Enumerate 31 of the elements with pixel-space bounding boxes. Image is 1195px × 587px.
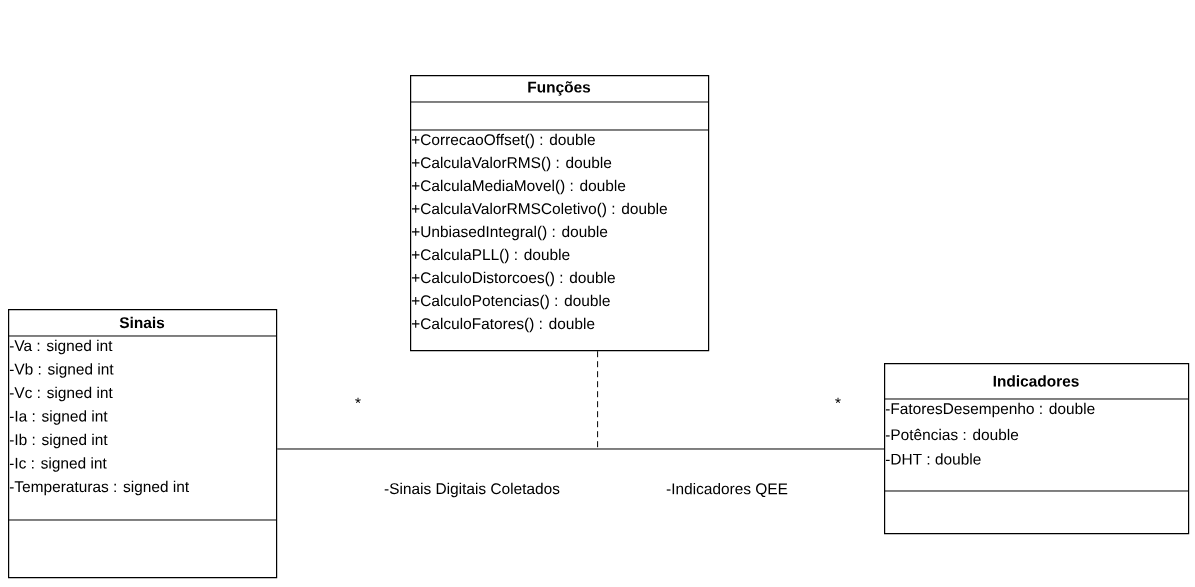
member-text: -Ia : signed int	[9, 410, 108, 425]
member-text: +CalculaValorRMSColetivo() : double	[411, 202, 667, 218]
member-text: -Ib : signed int	[9, 433, 108, 449]
member-text: -Vc : signed int	[9, 386, 113, 402]
class-name: Sinais	[119, 316, 165, 329]
class-box	[409, 75, 710, 352]
member-text: +CalculoFatores() : double	[411, 317, 595, 333]
role-name: -Indicadores QEE	[666, 482, 788, 498]
association-line	[276, 448, 885, 450]
role-name: -Sinais Digitais Coletados	[384, 482, 560, 498]
class-box	[7, 309, 278, 579]
member-text: +CalculoDistorcoes() : double	[411, 271, 615, 287]
member-text: -Ic : signed int	[9, 457, 107, 472]
class-box	[883, 363, 1190, 535]
multiplicity: *	[355, 397, 361, 404]
member-text: +UnbiasedIntegral() : double	[411, 225, 608, 241]
member-text: -Temperaturas : signed int	[9, 480, 189, 496]
member-text: +CalculaValorRMS() : double	[411, 156, 612, 172]
member-text: -Potências : double	[885, 428, 1019, 441]
class-name: Funções	[528, 81, 591, 96]
member-text: +CalculoPotencias() : double	[411, 294, 610, 310]
member-text: -Vb : signed int	[9, 363, 114, 378]
member-text: -FatoresDesempenho : double	[885, 402, 1095, 418]
member-text: -DHT : double	[885, 453, 981, 465]
member-text: -Va : signed int	[9, 339, 113, 355]
class-name: Indicadores	[993, 375, 1079, 387]
member-text: +CalculaMediaMovel() : double	[411, 179, 626, 195]
multiplicity: *	[835, 397, 841, 404]
member-text: +CalculaPLL() : double	[411, 248, 570, 264]
association-line	[597, 350, 599, 450]
member-text: +CorrecaoOffset() : double	[411, 133, 595, 149]
